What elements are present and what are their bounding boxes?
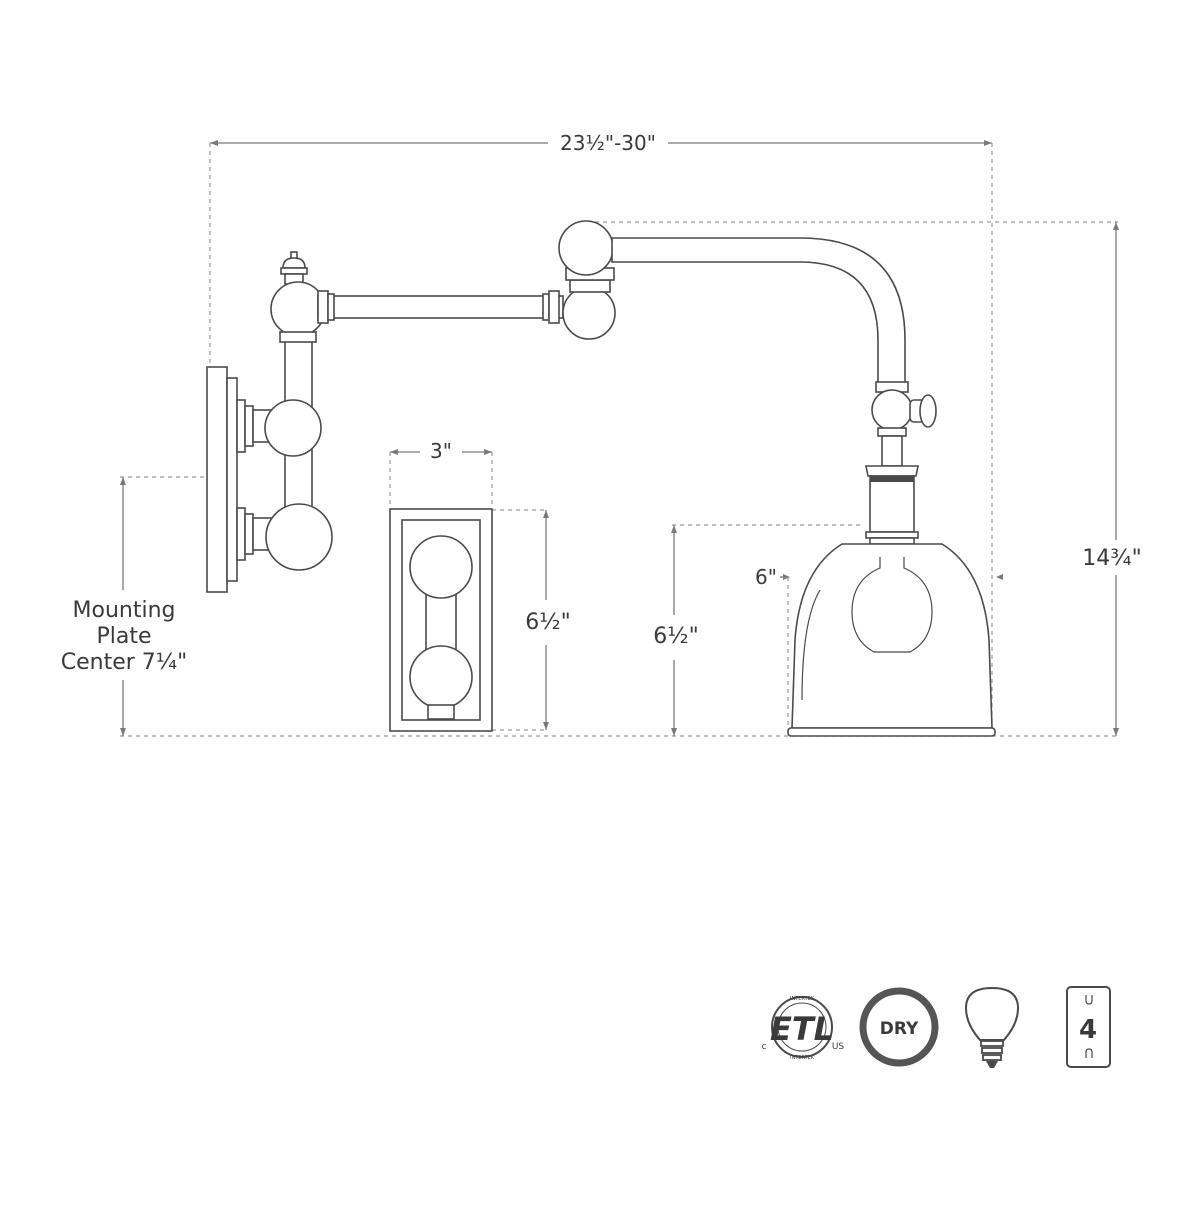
svg-text:DRY: DRY [880,1019,919,1039]
shade-height-label: 6½" [653,624,698,649]
svg-text:INTERTEK: INTERTEK [790,1055,815,1061]
overall-height-label: 14¾" [1082,546,1141,571]
mounting-label-line2: Plate [96,624,151,649]
dimension-lines [120,140,1119,737]
svg-text:ETL: ETL [770,1010,834,1048]
fixture-side-view [206,220,996,737]
backplate-height-label: 6½" [525,610,570,635]
etl-listed-icon: ETL c US INTERTEK INTERTEK [762,996,845,1061]
svg-text:c: c [762,1042,767,1052]
bulb-count-icon: 4 [1066,986,1111,1068]
mounting-label-line1: Mounting [73,598,176,623]
backplate-width-label: 3" [430,439,452,463]
shade-diameter-label: 6" [755,565,777,589]
dimension-labels: 23½"-30" 3" 6½" 6½" 6" 14¾" Mounting Pla… [61,131,1142,675]
mounting-label-line3: Center 7¼" [61,650,187,675]
svg-text:US: US [832,1042,845,1052]
bulb-count-value: 4 [1079,1015,1097,1045]
svg-text:INTERTEK: INTERTEK [790,996,815,1002]
light-bulb-icon [964,986,1020,1068]
overall-width-label: 23½"-30" [560,131,656,155]
backplate-front-view [389,508,493,732]
dry-rated-icon: DRY [859,987,939,1067]
